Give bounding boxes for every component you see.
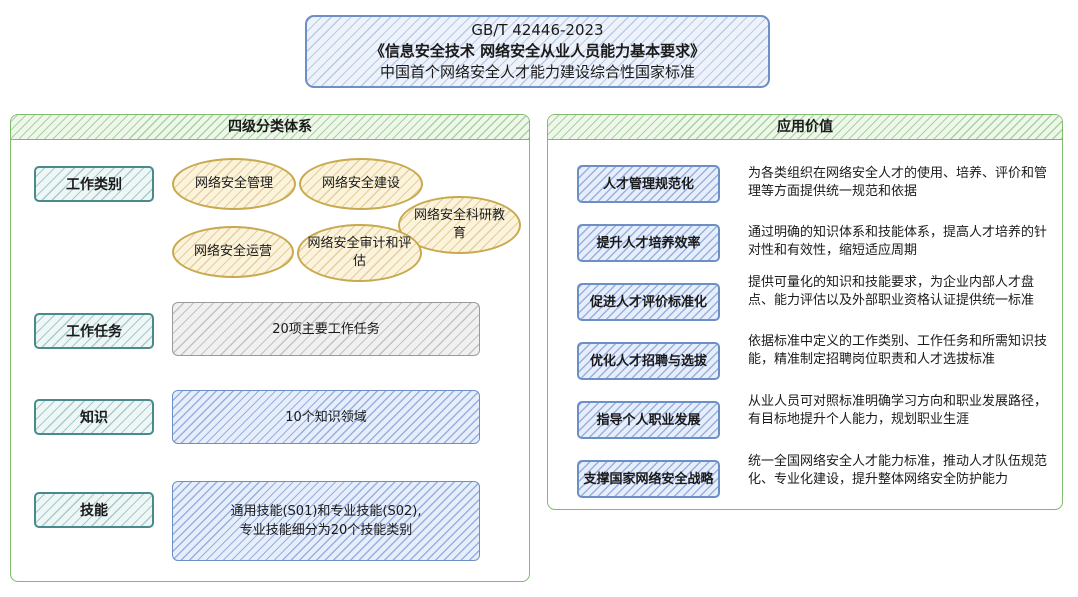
title-banner: GB/T 42446-2023 《信息安全技术 网络安全从业人员能力基本要求》 …	[305, 15, 770, 88]
standard-subtitle: 中国首个网络安全人才能力建设综合性国家标准	[379, 63, 695, 81]
label-knowledge: 知识	[34, 399, 154, 435]
value-label-recruitment: 优化人才招聘与选拔	[577, 342, 720, 380]
label-skills: 技能	[34, 492, 154, 528]
skills-bar: 通用技能(S01)和专业技能(S02), 专业技能细分为20个技能类别	[172, 481, 480, 561]
label-work-task: 工作任务	[34, 313, 154, 349]
category-security-management: 网络安全管理	[172, 158, 296, 210]
standard-title: 《信息安全技术 网络安全从业人员能力基本要求》	[369, 42, 706, 60]
value-desc-recruitment: 依据标准中定义的工作类别、工作任务和所需知识技能，精准制定招聘岗位职责和人才选拔…	[748, 334, 1048, 367]
classification-panel-title: 四级分类体系	[11, 115, 529, 140]
value-label-talent-management: 人才管理规范化	[577, 165, 720, 203]
knowledge-bar: 10个知识领域	[172, 390, 480, 444]
value-label-national-strategy: 支撑国家网络安全战略	[577, 460, 720, 498]
value-desc-national-strategy: 统一全国网络安全人才能力标准，推动人才队伍规范化、专业化建设，提升整体网络安全防…	[748, 454, 1048, 487]
category-security-operations: 网络安全运营	[172, 226, 294, 278]
application-value-panel-title: 应用价值	[548, 115, 1062, 140]
category-security-construction: 网络安全建设	[299, 158, 423, 210]
work-task-bar: 20项主要工作任务	[172, 302, 480, 356]
value-label-career-development: 指导个人职业发展	[577, 401, 720, 439]
value-desc-evaluation-standardization: 提供可量化的知识和技能要求，为企业内部人才盘点、能力评估以及外部职业资格认证提供…	[748, 275, 1035, 308]
label-work-category: 工作类别	[34, 166, 154, 202]
skills-line-1: 通用技能(S01)和专业技能(S02),	[230, 504, 422, 519]
value-label-evaluation-standardization: 促进人才评价标准化	[577, 283, 720, 321]
value-desc-training-efficiency: 通过明确的知识体系和技能体系，提高人才培养的针对性和有效性，缩短适应周期	[748, 225, 1048, 258]
value-label-training-efficiency: 提升人才培养效率	[577, 224, 720, 262]
value-desc-career-development: 从业人员可对照标准明确学习方向和职业发展路径，有目标地提升个人能力，规划职业生涯	[748, 394, 1048, 427]
standard-number: GB/T 42446-2023	[471, 21, 604, 39]
value-desc-talent-management: 为各类组织在网络安全人才的使用、培养、评价和管理等方面提供统一规范和依据	[748, 166, 1048, 199]
skills-line-2: 专业技能细分为20个技能类别	[239, 523, 413, 538]
category-security-audit-assessment: 网络安全审计和评估	[297, 224, 422, 282]
